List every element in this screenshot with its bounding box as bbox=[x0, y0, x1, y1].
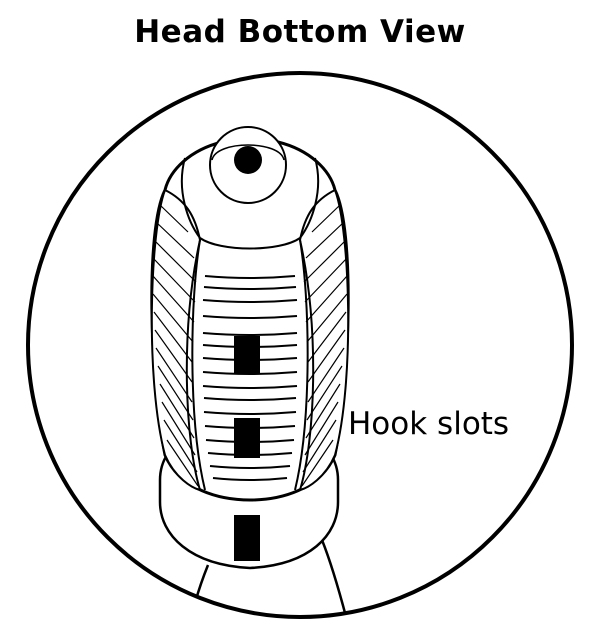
diagram-title: Head Bottom View bbox=[134, 14, 466, 50]
top-hole bbox=[234, 146, 262, 174]
shaft-right-line bbox=[320, 539, 354, 617]
left-hatching bbox=[152, 204, 199, 487]
top-boss-inner bbox=[211, 144, 285, 161]
right-hatching bbox=[301, 204, 348, 487]
head-dome bbox=[180, 157, 320, 250]
hook-slot-3 bbox=[234, 515, 260, 561]
hook-slot-1 bbox=[234, 336, 260, 374]
hook-slots-label: Hook slots bbox=[348, 406, 510, 442]
center-ridge-right bbox=[294, 239, 309, 491]
center-ridge-left bbox=[191, 239, 206, 491]
hook-slot-2 bbox=[234, 418, 260, 458]
